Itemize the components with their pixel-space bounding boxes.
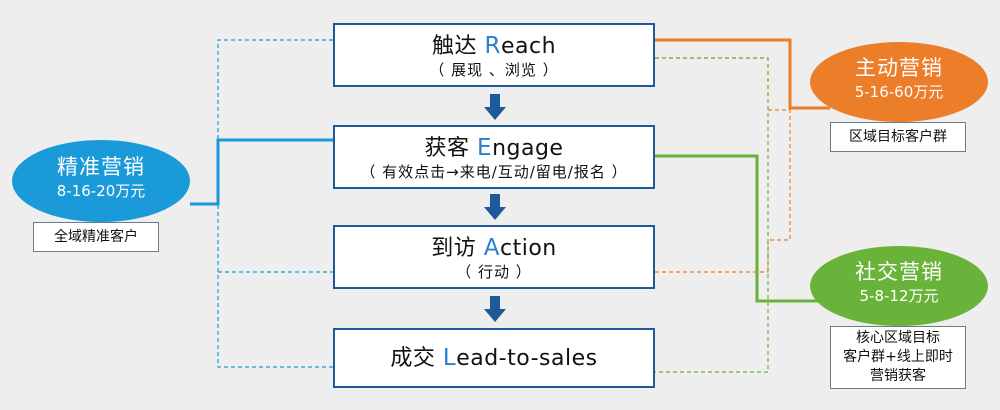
stage-action-sub: （ 行动 ） xyxy=(456,263,532,281)
down-arrow-icon xyxy=(484,94,506,120)
down-arrow-icon xyxy=(484,296,506,322)
social-solid-link xyxy=(655,154,830,303)
precise-dashed-link xyxy=(217,39,333,368)
social-marketing-oval: 社交营销 5-8-12万元 xyxy=(810,246,988,326)
social-marketing-desc: 核心区域目标 客户群+线上即时 营销获客 xyxy=(830,326,966,389)
stage-engage-title: 获客 Engage xyxy=(424,135,564,161)
active-marketing-range: 5-16-60万元 xyxy=(854,83,944,101)
social-marketing-name: 社交营销 xyxy=(855,260,943,284)
social-desc-line: 客户群+线上即时 xyxy=(843,349,953,365)
stage-action: 到访 Action （ 行动 ） xyxy=(333,225,655,289)
stage-reach: 触达 Reach （ 展现 、浏览 ） xyxy=(333,23,655,87)
stage-reach-title: 触达 Reach xyxy=(431,33,557,59)
social-desc-line: 营销获客 xyxy=(870,368,926,384)
stage-engage-sub: （ 有效点击→来电/互动/留电/报名 ） xyxy=(360,163,628,181)
active-solid-link xyxy=(655,38,830,110)
precise-marketing-desc: 全域精准客户 xyxy=(33,222,159,252)
active-marketing-oval: 主动营销 5-16-60万元 xyxy=(810,42,988,122)
stage-lead-title: 成交 Lead-to-sales xyxy=(390,345,598,371)
stage-reach-sub: （ 展现 、浏览 ） xyxy=(429,61,559,79)
social-desc-line: 核心区域目标 xyxy=(856,330,940,346)
stage-lead-to-sales: 成交 Lead-to-sales xyxy=(333,328,655,388)
precise-marketing-oval: 精准营销 8-16-20万元 xyxy=(12,140,190,222)
precise-marketing-range: 8-16-20万元 xyxy=(56,182,146,200)
active-dashed-link xyxy=(655,57,791,273)
precise-solid-link xyxy=(190,138,333,206)
down-arrow-icon xyxy=(484,194,506,220)
stage-engage: 获客 Engage （ 有效点击→来电/互动/留电/报名 ） xyxy=(333,125,655,189)
active-marketing-desc: 区域目标客户群 xyxy=(830,122,966,152)
social-marketing-range: 5-8-12万元 xyxy=(859,287,939,305)
precise-marketing-name: 精准营销 xyxy=(57,155,145,179)
active-marketing-name: 主动营销 xyxy=(855,56,943,80)
stage-action-title: 到访 Action xyxy=(431,235,557,261)
social-dashed-link xyxy=(655,57,769,373)
